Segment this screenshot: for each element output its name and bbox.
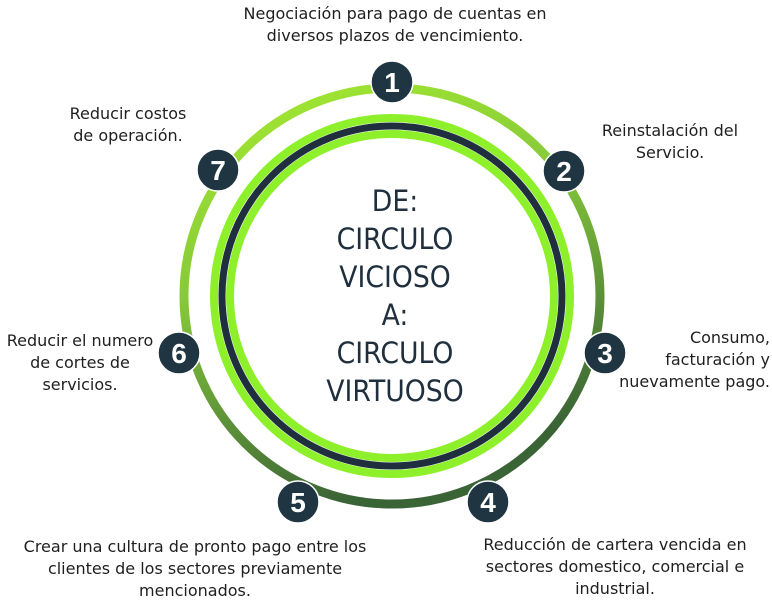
step-badge-6: 6	[157, 331, 201, 375]
step-label-line: Reducir costos	[69, 104, 187, 123]
step-label-line: Reducción de cartera vencida en	[483, 535, 747, 554]
step-label-line: Negociación para pago de cuentas en	[243, 4, 547, 23]
step-label-line: clientes de los sectores previamente	[47, 559, 343, 578]
step-label-line: servicios.	[42, 375, 118, 394]
step-label-line: industrial.	[575, 579, 655, 598]
inner-ring-inner-green	[226, 130, 558, 462]
step-label-7: Reducir costos de operación.	[58, 103, 198, 147]
step-badge-1: 1	[370, 60, 414, 104]
inner-ring-dark	[218, 122, 566, 470]
step-label-line: mencionados.	[139, 581, 251, 600]
step-label-line: de cortes de	[30, 353, 130, 372]
step-number-6: 6	[171, 338, 187, 369]
step-number-5: 5	[290, 487, 306, 518]
step-label-2: Reinstalación del Servicio.	[580, 120, 760, 164]
step-number-1: 1	[384, 67, 400, 98]
step-number-7: 7	[210, 155, 226, 186]
step-label-line: sectores domestico, comercial e	[485, 557, 745, 576]
step-label-5: Crear una cultura de pronto pago entre l…	[5, 536, 385, 602]
center-line: VICIOSO	[339, 260, 451, 294]
step-label-line: Consumo,	[689, 328, 770, 347]
step-number-4: 4	[480, 487, 496, 518]
step-badge-7: 7	[196, 148, 240, 192]
center-line: A:	[381, 298, 409, 332]
step-number-2: 2	[556, 156, 572, 187]
center-title: DE: CIRCULO VICIOSO A: CIRCULO VIRTUOSO	[262, 182, 529, 410]
center-line: DE:	[371, 184, 419, 218]
step-badge-2: 2	[542, 149, 586, 193]
center-line: CIRCULO	[336, 222, 454, 256]
step-label-1: Negociación para pago de cuentas en dive…	[200, 3, 590, 47]
center-line: CIRCULO	[336, 336, 454, 370]
step-label-line: de operación.	[73, 126, 183, 145]
step-label-line: Reinstalación del	[601, 121, 739, 140]
step-label-line: Crear una cultura de pronto pago entre l…	[23, 537, 367, 556]
step-label-line: Reducir el numero	[6, 331, 154, 350]
step-label-line: diversos plazos de vencimiento.	[266, 26, 524, 45]
step-label-6: Reducir el numero de cortes de servicios…	[0, 330, 160, 396]
step-number-3: 3	[597, 338, 613, 369]
step-label-line: facturación y	[665, 350, 770, 369]
step-label-line: Servicio.	[635, 143, 705, 162]
center-line: VIRTUOSO	[326, 374, 464, 408]
step-label-4: Reducción de cartera vencida en sectores…	[470, 534, 760, 600]
step-badge-4: 4	[466, 480, 510, 524]
step-badge-3: 3	[583, 331, 627, 375]
inner-ring-outer-green	[210, 114, 574, 478]
step-badge-5: 5	[276, 480, 320, 524]
step-label-3: Consumo, facturación y nuevamente pago.	[610, 327, 770, 393]
step-label-line: nuevamente pago.	[619, 372, 770, 391]
